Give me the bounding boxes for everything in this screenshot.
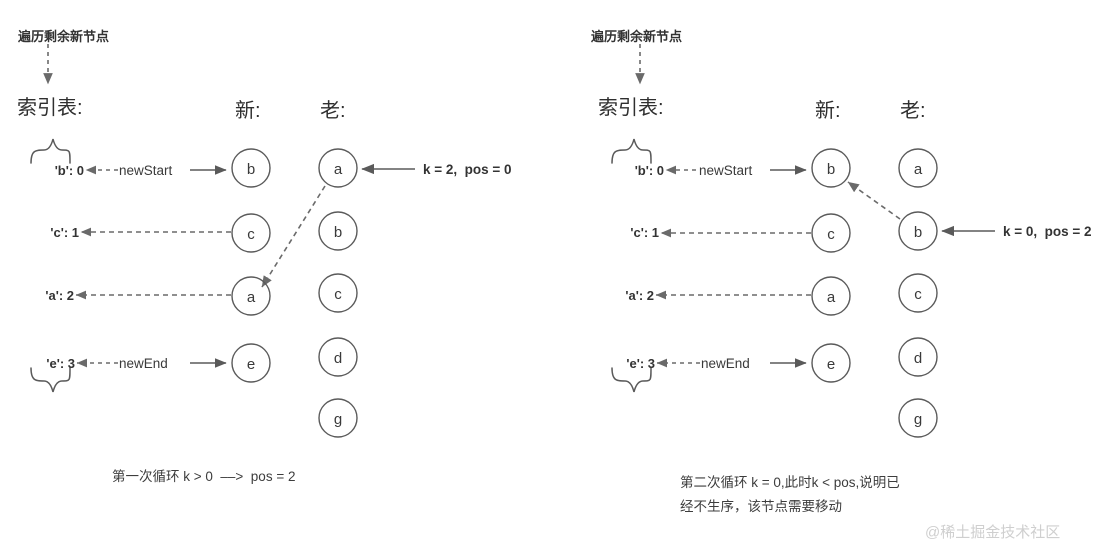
new-node-label: e [246, 356, 256, 373]
old-node-label: d [333, 350, 343, 367]
pointer-label-newend: newEnd [119, 356, 168, 371]
panel-caption-line1: 第二次循环 k = 0,此时k < pos,说明已 [680, 475, 900, 490]
new-node-label: a [826, 289, 836, 306]
old-node-label: d [913, 350, 923, 367]
index-brace-top [30, 138, 71, 164]
old-node-label: g [913, 411, 923, 428]
index-brace-bottom [611, 367, 652, 393]
old-to-new-mapping-arrow [847, 181, 901, 220]
index-entry-c: 'c': 1 [630, 225, 659, 240]
new-node-label: b [826, 161, 836, 178]
new-node-label: e [826, 356, 836, 373]
traverse-remaining-new-nodes-note: 遍历剩余新节点 [18, 29, 110, 44]
new-node-label: c [247, 226, 255, 243]
pointer-label-newstart: newStart [699, 163, 753, 178]
panel-caption-line2: 经不生序，该节点需要移动 [680, 499, 842, 514]
index-entry-e: 'e': 3 [46, 356, 75, 371]
index-entry-a: 'a': 2 [625, 288, 654, 303]
new-node-label: b [246, 161, 256, 178]
right-panel-vectors [611, 44, 995, 438]
old-node-label: a [913, 161, 923, 178]
pointer-label-newend: newEnd [701, 356, 750, 371]
old-node-label: b [333, 224, 343, 241]
old-node-label: c [914, 286, 922, 303]
index-entry-a: 'a': 2 [45, 288, 74, 303]
panel-caption: 第一次循环 k > 0 ––> pos = 2 [112, 469, 296, 484]
pointer-label-newstart: newStart [119, 163, 173, 178]
old-node-label: a [333, 161, 343, 178]
index-brace-bottom [30, 367, 71, 393]
index-entry-b: 'b': 0 [634, 163, 664, 178]
traverse-remaining-new-nodes-note: 遍历剩余新节点 [591, 29, 683, 44]
new-column-label: 新: [235, 100, 261, 122]
k-pos-annotation: k = 2, pos = 0 [423, 162, 512, 177]
new-node-label: a [246, 289, 256, 306]
old-to-new-mapping-arrow [261, 185, 326, 288]
index-brace-top [611, 138, 652, 164]
index-entry-c: 'c': 1 [50, 225, 79, 240]
old-column-label: 老: [320, 100, 346, 122]
old-column-label: 老: [900, 100, 926, 122]
old-node-label: g [333, 411, 343, 428]
index-table-label: 索引表: [598, 97, 664, 119]
index-table-label: 索引表: [17, 97, 83, 119]
left-panel-vectors [30, 44, 415, 438]
new-node-label: c [827, 226, 835, 243]
new-column-label: 新: [815, 100, 841, 122]
watermark: @稀土掘金技术社区 [925, 524, 1061, 541]
index-entry-b: 'b': 0 [54, 163, 84, 178]
old-node-label: c [334, 286, 342, 303]
old-node-label: b [913, 224, 923, 241]
index-entry-e: 'e': 3 [626, 356, 655, 371]
k-pos-annotation: k = 0, pos = 2 [1003, 224, 1092, 239]
